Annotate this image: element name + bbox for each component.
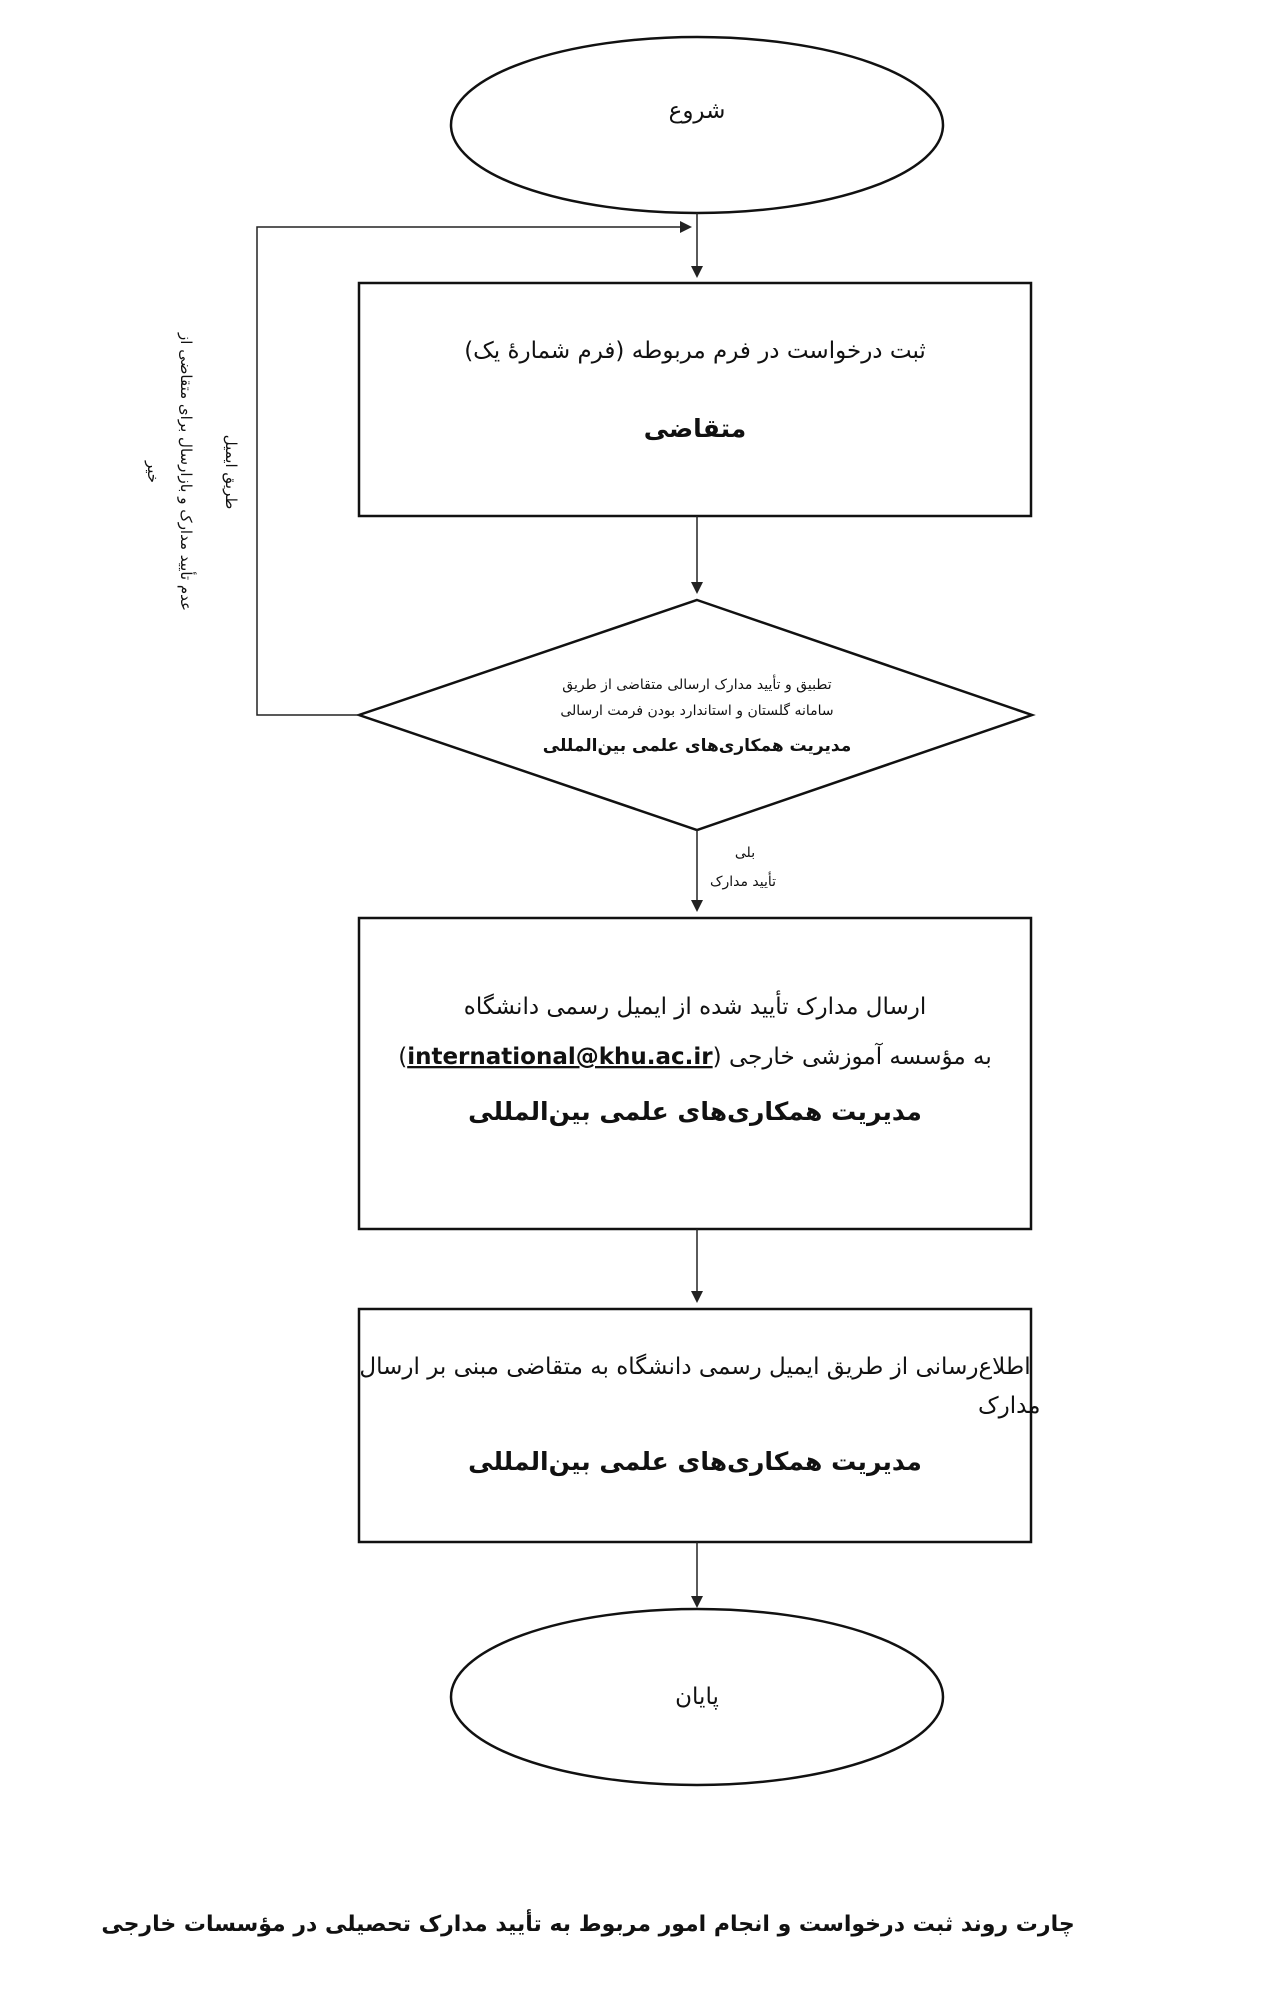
end-label: پایان — [675, 1684, 719, 1710]
step2-box — [357, 916, 1033, 1231]
step2-actor: مدیریت همکاری‌های علمی بین‌المللی — [468, 1097, 922, 1127]
step2-text-line2: به مؤسسه آموزشی خارجی (international@khu… — [398, 1042, 992, 1070]
step3-text-line1: اطلاع‌رسانی از طریق ایمیل رسمی دانشگاه ب… — [359, 1353, 1030, 1380]
step2-line2-rest: به مؤسسه آموزشی خارجی — [729, 1042, 992, 1070]
step3-actor: مدیریت همکاری‌های علمی بین‌المللی — [468, 1447, 922, 1477]
end-terminator — [449, 1607, 945, 1787]
chart-caption: چارت روند ثبت درخواست و انجام امور مربوط… — [101, 1908, 1074, 1937]
step2-text-line1: ارسال مدارک تأیید شده از ایمیل رسمی دانش… — [464, 990, 926, 1020]
step1-text: ثبت درخواست در فرم مربوطه (فرم شمارهٔ یک… — [464, 338, 926, 364]
start-terminator — [449, 35, 945, 215]
step1-box — [357, 281, 1033, 518]
step2-email-link[interactable]: international@khu.ac.ir — [407, 1044, 713, 1070]
start-label: شروع — [669, 98, 726, 124]
step3-box — [357, 1307, 1033, 1544]
no-branch-label: خیر — [144, 460, 162, 483]
decision-actor: مدیریت همکاری‌های علمی بین‌المللی — [543, 736, 851, 756]
decision-text-line2: سامانه گلستان و استاندارد بودن فرمت ارسا… — [560, 702, 833, 719]
yes-branch-label: بلی — [735, 845, 755, 861]
decision-text-line1: تطبیق و تأیید مدارک ارسالی متقاضی از طری… — [562, 674, 831, 693]
yes-branch-sub: تأیید مدارک — [710, 871, 776, 890]
no-branch-text-line1: عدم تأیید مدارک و بازارسال برای متقاضی ا… — [177, 332, 197, 611]
step1-actor: متقاضی — [644, 414, 747, 443]
no-loop-connector — [256, 221, 692, 716]
step3-text-line2: مدارک — [978, 1393, 1040, 1419]
no-branch-text-line2: طریق ایمیل — [222, 435, 240, 510]
